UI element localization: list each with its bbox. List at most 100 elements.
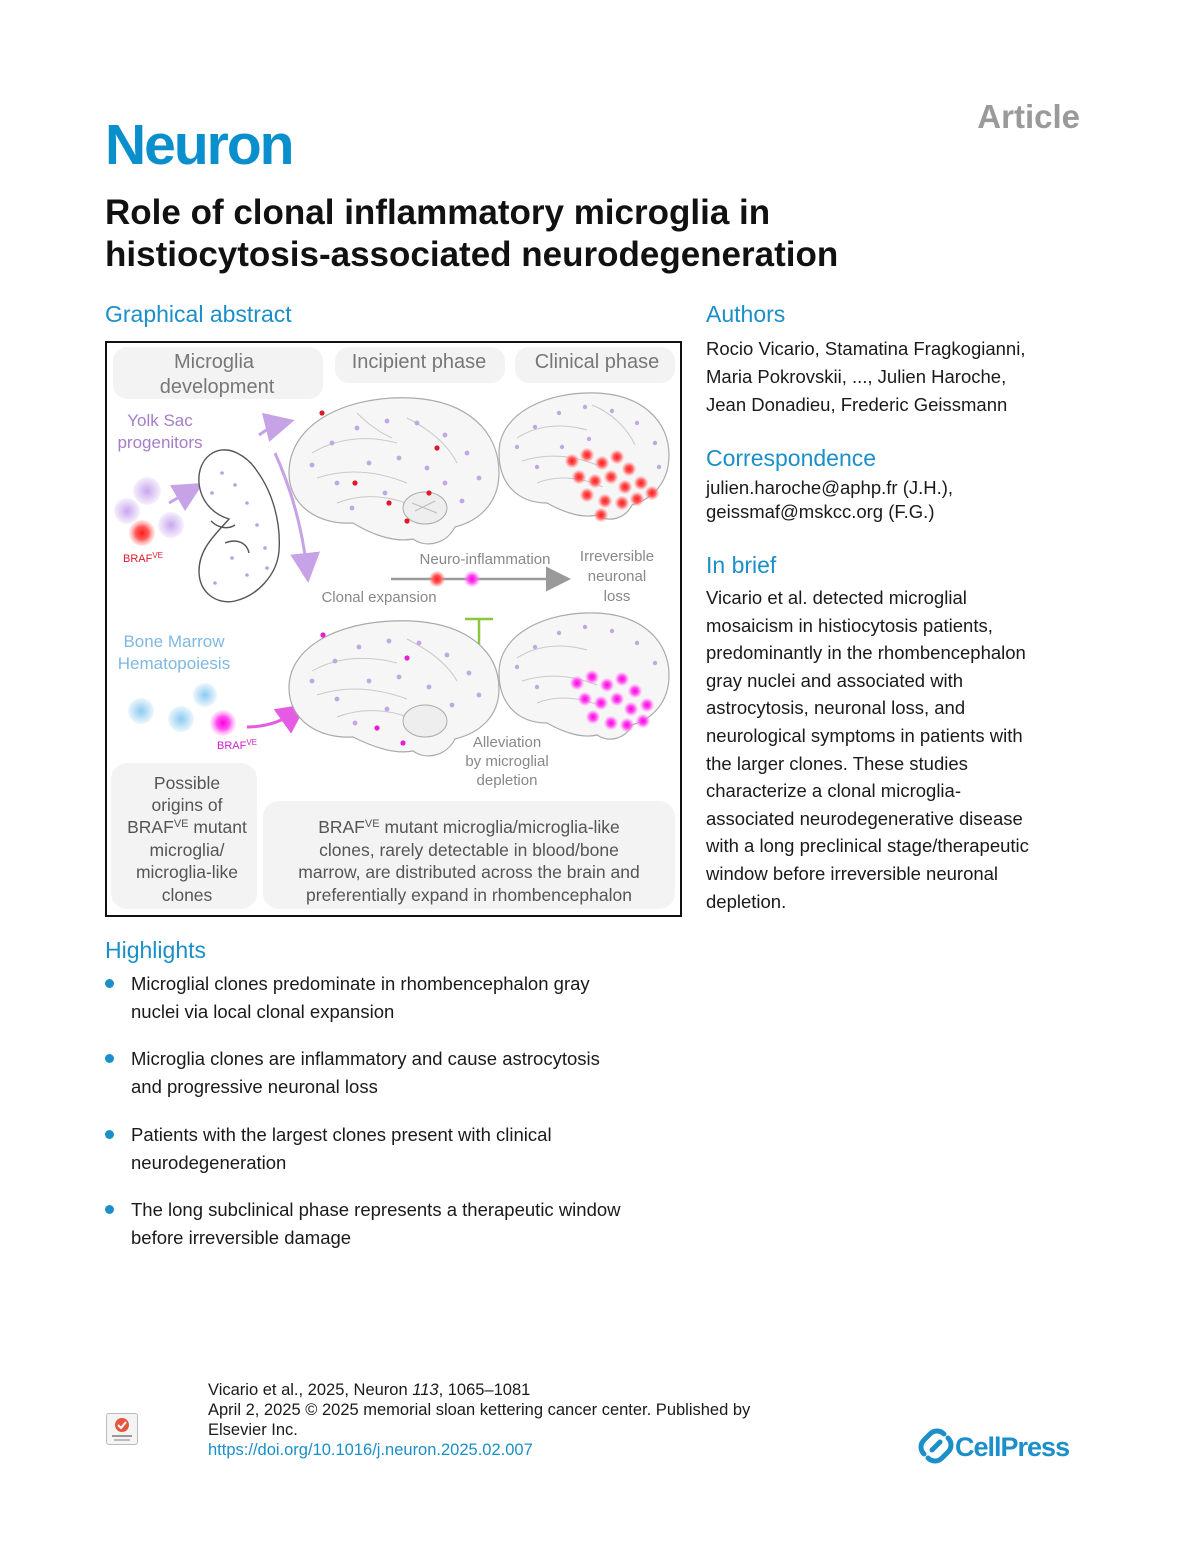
cellpress-logo: CellPress bbox=[918, 1426, 1083, 1466]
in-brief-line: characterize a clonal microglia- bbox=[706, 780, 961, 802]
citation-pages: , 1065–1081 bbox=[438, 1381, 531, 1399]
column-header-bg-1 bbox=[113, 347, 323, 399]
citation-block: Vicario et al., 2025, Neuron 113, 1065–1… bbox=[208, 1380, 828, 1460]
origins-line4: microglia/ bbox=[150, 840, 225, 860]
authors-line: Jean Donadieu, Frederic Geissmann bbox=[706, 394, 1008, 415]
graphical-abstract-figure: Microglia development Incipient phase Cl… bbox=[105, 341, 682, 917]
in-brief-line: neurological symptoms in patients with bbox=[706, 724, 1023, 746]
origins-line1: Possible bbox=[154, 773, 220, 793]
bullet-icon bbox=[105, 1130, 114, 1139]
graphical-abstract-heading: Graphical abstract bbox=[105, 301, 292, 327]
alleviation-line1: Alleviation bbox=[473, 734, 541, 751]
summary-line1-suffix: mutant microglia/microglia-like bbox=[380, 817, 620, 837]
highlight-line: Patients with the largest clones present… bbox=[131, 1124, 552, 1145]
braf-label-top-sup: VE bbox=[152, 551, 163, 560]
clone-marker-red bbox=[429, 571, 445, 587]
origins-panel-bg bbox=[111, 763, 257, 909]
origins-braf-sup: VE bbox=[174, 818, 189, 830]
embryo-illustration bbox=[198, 449, 281, 603]
bone-marrow-line1: Bone Marrow bbox=[123, 632, 225, 651]
magenta-clone-cluster bbox=[570, 670, 654, 732]
arrow-to-clonal-expansion bbox=[273, 452, 321, 583]
arrow-yolk-to-embryo bbox=[168, 482, 204, 512]
in-brief-line: gray nuclei and associated with bbox=[706, 669, 964, 691]
highlight-text: The long subclinical phase represents a … bbox=[131, 1196, 691, 1252]
col-microglia-line1: Microglia bbox=[174, 351, 255, 373]
cellpress-logo-svg: CellPress bbox=[918, 1428, 1070, 1464]
column-header-bg-2 bbox=[335, 347, 505, 383]
highlight-text: Microglia clones are inflammatory and ca… bbox=[131, 1045, 691, 1101]
braf-label-bottom-text: BRAF bbox=[217, 740, 247, 752]
authors-line: Rocio Vicario, Stamatina Fragkogianni, bbox=[706, 338, 1026, 359]
brain-incipient-top bbox=[288, 397, 500, 545]
in-brief-text: Vicario et al. detected microglial mosai… bbox=[706, 584, 1106, 915]
citation-publisher: Elsevier Inc. bbox=[208, 1421, 298, 1439]
yolk-sac-line1: Yolk Sac bbox=[127, 411, 193, 430]
summary-line1: BRAFVE mutant microglia/microglia-like bbox=[318, 817, 620, 837]
clone-marker-magenta bbox=[464, 571, 480, 587]
summary-line3: marrow, are distributed across the brain… bbox=[298, 862, 639, 882]
braf-label-top-text: BRAF bbox=[123, 553, 153, 565]
cellpress-link-icon bbox=[918, 1428, 954, 1464]
alleviation-line3: depletion bbox=[477, 772, 538, 789]
citation-date: April 2, 2025 © 2025 memorial sloan kett… bbox=[208, 1401, 751, 1419]
highlight-line: Microglia clones are inflammatory and ca… bbox=[131, 1048, 600, 1069]
summary-line2: clones, rarely detectable in blood/bone bbox=[319, 840, 619, 860]
highlight-line: Microglial clones predominate in rhomben… bbox=[131, 973, 590, 994]
marrow-cell bbox=[168, 706, 194, 732]
check-for-updates-icon[interactable] bbox=[106, 1413, 138, 1445]
highlight-line: nuclei via local clonal expansion bbox=[131, 1001, 395, 1022]
citation-prefix: Vicario et al., 2025, Neuron bbox=[208, 1381, 413, 1399]
highlights-heading: Highlights bbox=[105, 937, 206, 963]
bullet-icon bbox=[105, 1205, 114, 1214]
correspondence-email-1[interactable]: julien.haroche@aphp.fr (J.H.), bbox=[706, 477, 954, 498]
origins-line3: BRAFVE mutant bbox=[127, 817, 247, 837]
correspondence-email-2[interactable]: geissmaf@mskcc.org (F.G.) bbox=[706, 501, 935, 522]
summary-braf: BRAF bbox=[318, 817, 365, 837]
alleviation-line2: by microglial bbox=[465, 753, 548, 770]
in-brief-line: depletion. bbox=[706, 890, 787, 912]
highlight-text: Patients with the largest clones present… bbox=[131, 1121, 691, 1177]
column-header-bg-3 bbox=[515, 347, 675, 383]
arrow-marrow-to-brain bbox=[246, 704, 307, 734]
brain-incipient-bottom bbox=[288, 620, 500, 757]
braf-label-top: BRAFVE bbox=[123, 551, 163, 565]
authors-list: Rocio Vicario, Stamatina Fragkogianni, M… bbox=[706, 335, 1106, 419]
marrow-cell bbox=[128, 698, 154, 724]
journal-logo: Neuron bbox=[105, 113, 294, 177]
origins-line2: origins of bbox=[151, 795, 222, 815]
neuro-inflammation-label: Neuro-inflammation bbox=[420, 551, 551, 568]
yolk-cell bbox=[158, 512, 184, 538]
col-incipient: Incipient phase bbox=[352, 351, 487, 373]
irreversible-line2: neuronal bbox=[588, 568, 646, 585]
in-brief-line: mosaicism in histiocytosis patients, bbox=[706, 614, 993, 636]
in-brief-line: window before irreversible neuronal bbox=[706, 862, 999, 884]
clonal-expansion-label: Clonal expansion bbox=[321, 589, 436, 606]
graphical-abstract-svg: Microglia development Incipient phase Cl… bbox=[111, 347, 675, 909]
col-microglia-line2: development bbox=[160, 376, 275, 398]
col-clinical: Clinical phase bbox=[535, 351, 660, 373]
irreversible-line3: loss bbox=[604, 588, 631, 605]
check-for-updates-svg bbox=[112, 1418, 132, 1441]
in-brief-line: associated neurodegenerative disease bbox=[706, 807, 1023, 829]
article-type-label: Article bbox=[977, 98, 1080, 135]
origins-line5: microglia-like bbox=[136, 862, 238, 882]
correspondence-heading: Correspondence bbox=[706, 445, 877, 471]
bullet-icon bbox=[105, 979, 114, 988]
highlight-line: The long subclinical phase represents a … bbox=[131, 1199, 621, 1220]
bullet-icon bbox=[105, 1054, 114, 1063]
highlight-line: and progressive neuronal loss bbox=[131, 1076, 378, 1097]
doi-link[interactable]: https://doi.org/10.1016/j.neuron.2025.02… bbox=[208, 1441, 533, 1459]
origins-braf: BRAF bbox=[127, 817, 174, 837]
in-brief-line: predominantly in the rhombencephalon bbox=[706, 642, 1026, 664]
citation-volume: 113 bbox=[412, 1381, 439, 1399]
cellpress-wordmark: CellPress bbox=[955, 1432, 1069, 1462]
origins-line3-suffix: mutant bbox=[189, 817, 247, 837]
irreversible-line1: Irreversible bbox=[580, 548, 654, 565]
highlight-line: before irreversible damage bbox=[131, 1227, 352, 1248]
yolk-sac-line2: progenitors bbox=[117, 433, 202, 452]
braf-label-bottom: BRAFVE bbox=[217, 738, 257, 752]
in-brief-line: astrocytosis, neuronal loss, and bbox=[706, 697, 966, 719]
in-brief-line: with a long preclinical stage/therapeuti… bbox=[706, 835, 1029, 857]
arrow-to-incipient bbox=[258, 412, 295, 442]
